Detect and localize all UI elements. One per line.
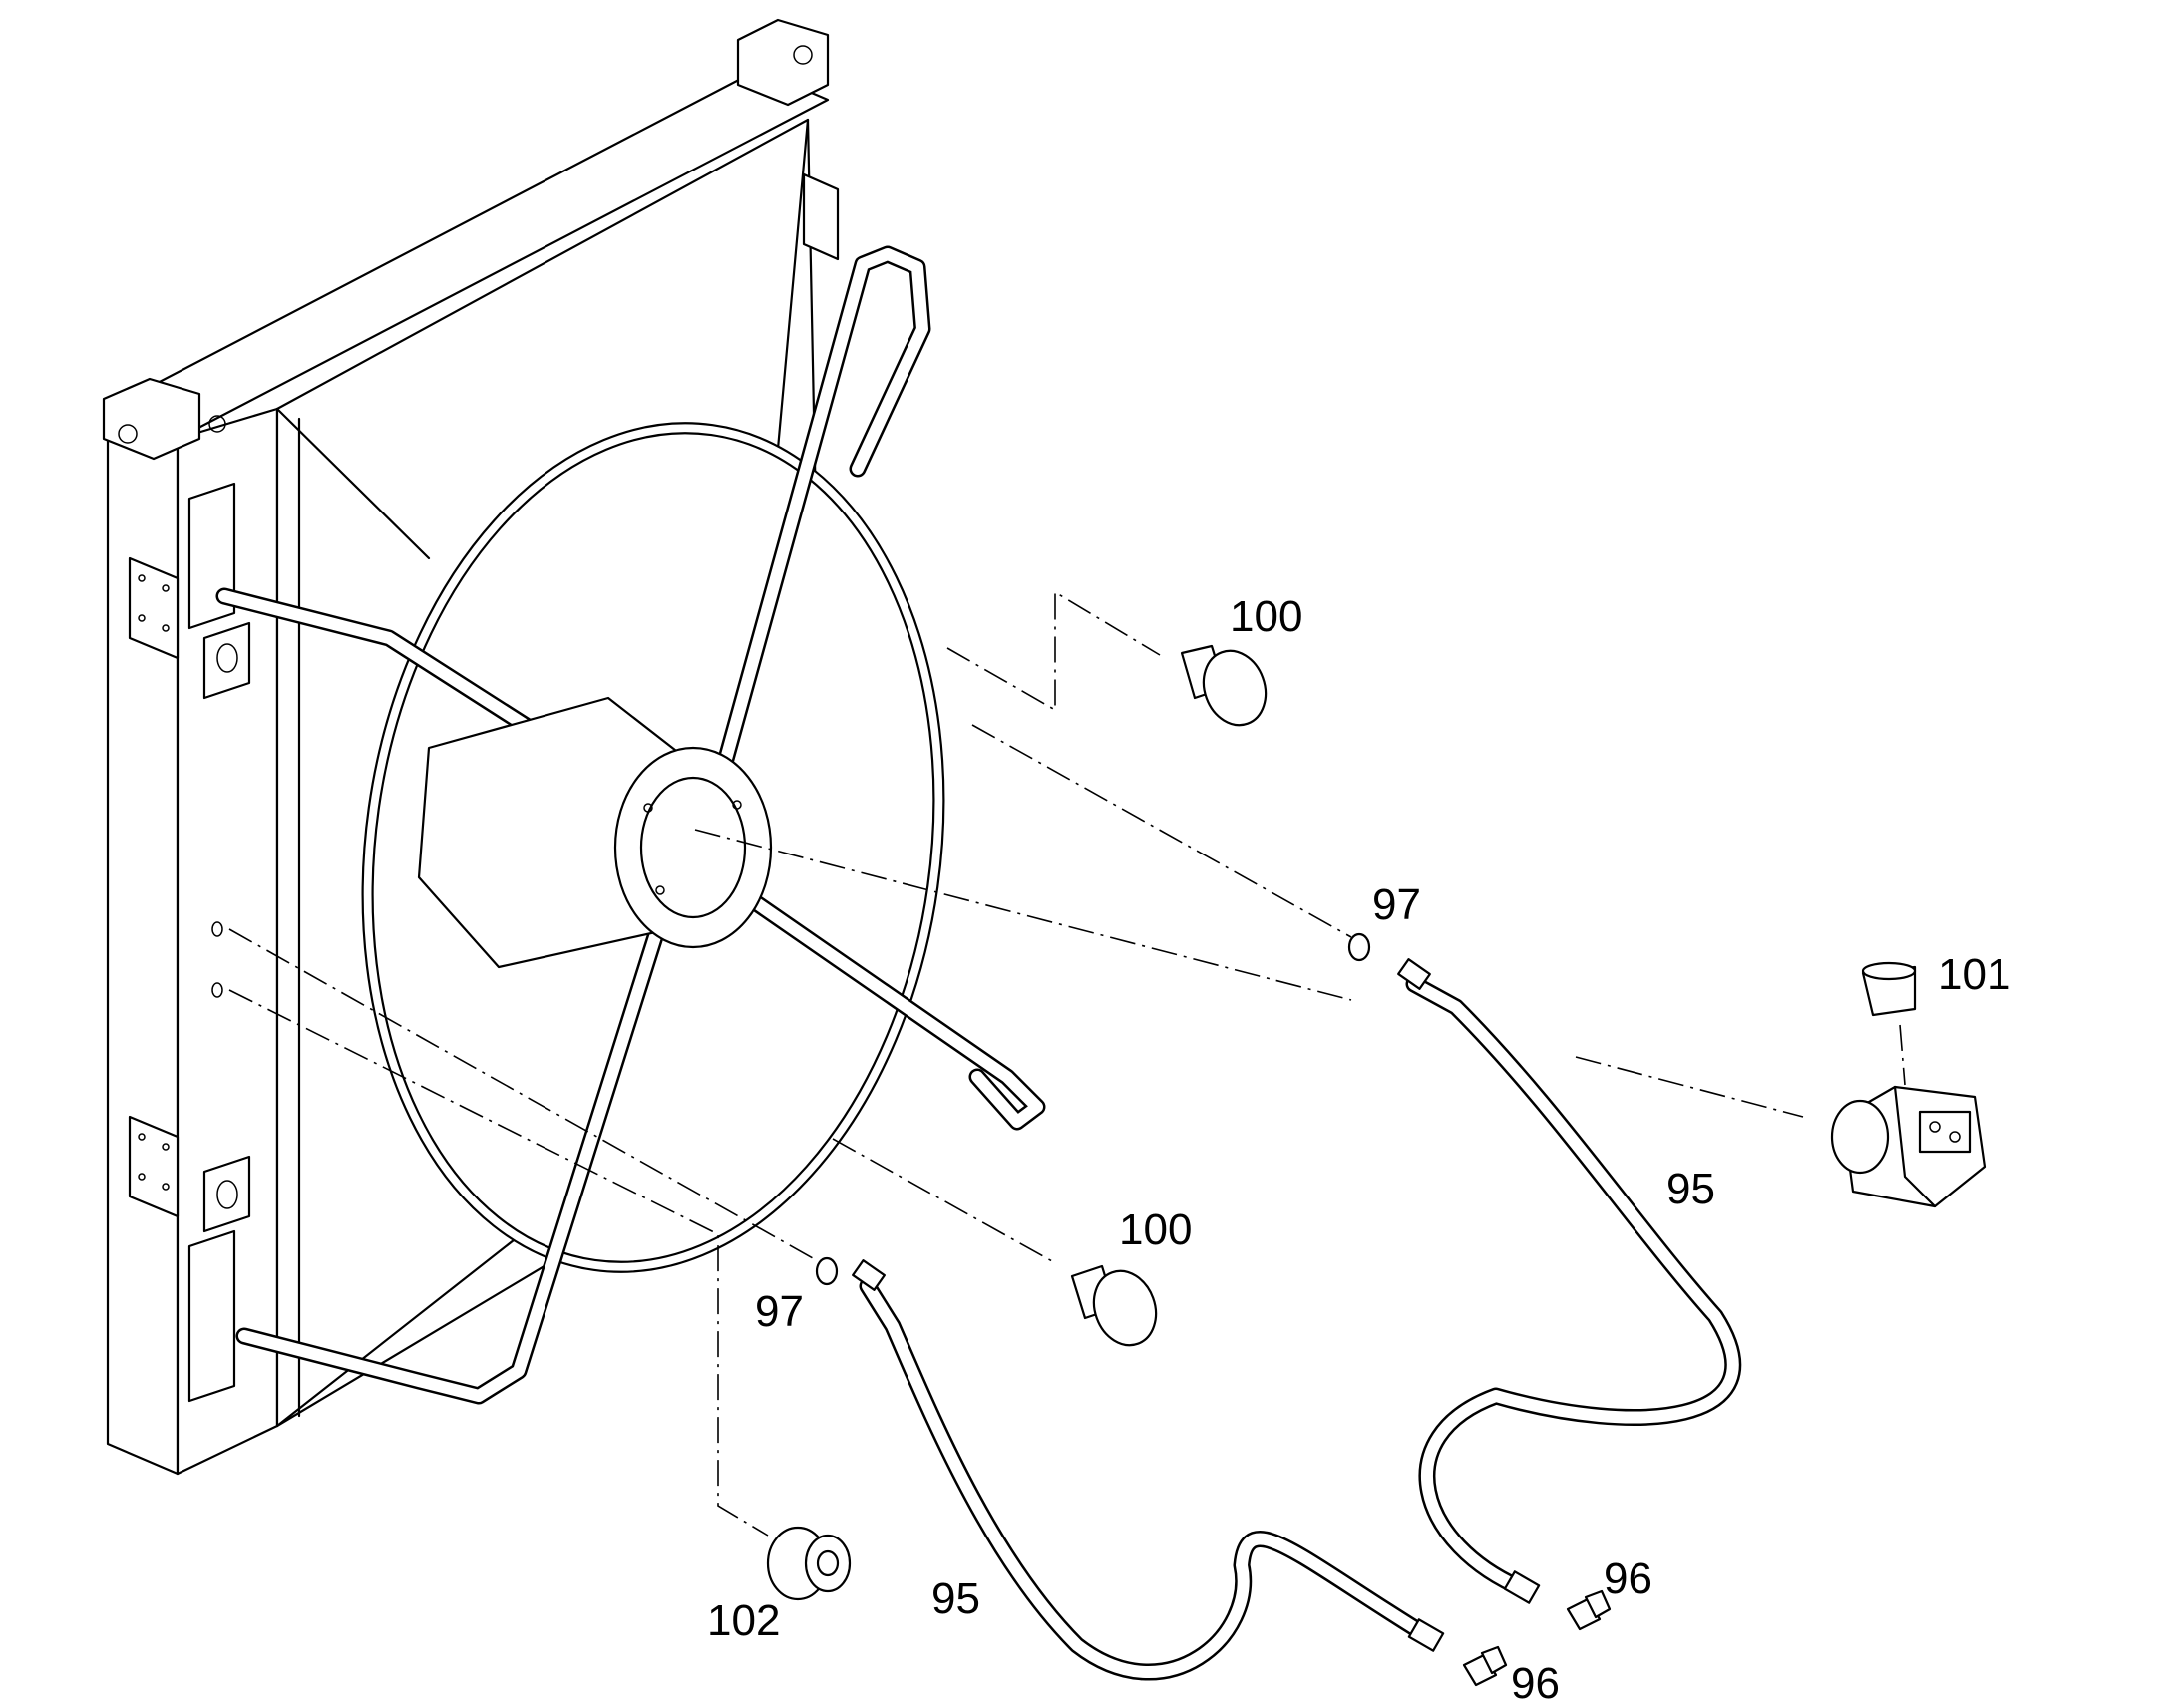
callout-100-upper: 100	[1230, 592, 1302, 641]
fitting-right	[1566, 1589, 1612, 1631]
callout-96-right: 96	[1604, 1554, 1652, 1603]
cap-valve	[1861, 961, 1917, 1017]
callout-97-lower: 97	[755, 1287, 804, 1336]
leader-lines	[228, 590, 1906, 1537]
callout-101: 101	[1938, 950, 2010, 999]
hose-right	[1397, 958, 1742, 1604]
cap-upper	[1180, 644, 1268, 727]
grommet	[766, 1526, 852, 1601]
plug-upper	[1347, 932, 1371, 962]
callout-102: 102	[707, 1596, 780, 1645]
cap-lower	[1070, 1264, 1158, 1347]
callout-95-left: 95	[931, 1574, 980, 1623]
callout-95-right: 95	[1666, 1165, 1715, 1213]
hose-left	[852, 1259, 1445, 1681]
plug-lower	[815, 1256, 839, 1286]
callout-labels: 100 100 97 97 95 95 96 96 101 102	[707, 592, 2010, 1708]
fan-guard-struts	[215, 245, 1046, 1405]
fitting-left	[1462, 1645, 1508, 1687]
callout-100-lower: 100	[1119, 1205, 1192, 1254]
valve-body	[1830, 1085, 1987, 1208]
callout-97-upper: 97	[1372, 880, 1421, 929]
callout-96-left: 96	[1511, 1659, 1560, 1708]
